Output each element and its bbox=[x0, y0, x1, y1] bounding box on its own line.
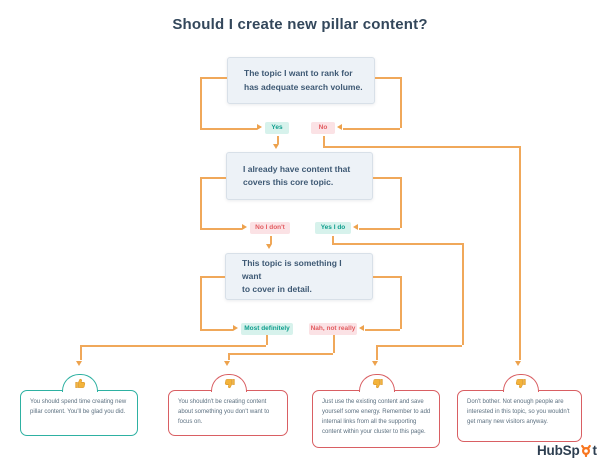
outcome-text: Don't bother. Not enough people are inte… bbox=[467, 399, 570, 425]
answer-pill-most-definitely: Most definitely bbox=[241, 323, 293, 335]
connector-q2-right-v bbox=[400, 177, 402, 228]
thumbs-up-icon bbox=[74, 378, 85, 388]
thumbs-down-icon bbox=[372, 379, 383, 389]
answer-pill-yes-i-do: Yes I do bbox=[315, 222, 351, 234]
outcome-bump bbox=[502, 374, 539, 395]
connector-yesido-v3 bbox=[376, 345, 378, 360]
connector-q1-no-h1 bbox=[375, 77, 400, 79]
outcome-text: You should spend time creating new pilla… bbox=[30, 399, 127, 415]
connector-nah-h bbox=[228, 353, 333, 355]
connector-mostdef-v2 bbox=[80, 345, 82, 360]
decision-box-search-volume: The topic I want to rank for has adequat… bbox=[227, 57, 375, 104]
connector-nah-v1 bbox=[333, 335, 335, 353]
arrow-into-yes bbox=[257, 124, 262, 130]
connector-q2-right-h2 bbox=[359, 228, 400, 230]
answer-pill-no: No bbox=[311, 122, 335, 134]
arrow-into-yes-i-do bbox=[353, 224, 358, 230]
answer-pill-nah-not-really: Nah, not really bbox=[309, 323, 357, 335]
connector-q2-left-h2 bbox=[200, 228, 242, 230]
connector-mostdef-v1 bbox=[266, 335, 268, 345]
connector-no-to-d-v1 bbox=[323, 136, 325, 146]
arrow-into-outcome-d bbox=[515, 361, 521, 366]
logo-text-suffix: t bbox=[592, 443, 598, 458]
connector-q1-no-h2 bbox=[343, 128, 400, 130]
arrow-into-outcome-c bbox=[372, 361, 378, 366]
connector-q3-left-h2 bbox=[200, 329, 233, 331]
outcome-card-create-pillar: You should spend time creating new pilla… bbox=[20, 374, 138, 436]
connector-yes-to-q2 bbox=[277, 136, 279, 144]
hubspot-sprocket-icon bbox=[581, 444, 591, 457]
arrow-into-most-definitely bbox=[233, 325, 238, 331]
hubspot-logo: HubSp t bbox=[537, 443, 597, 458]
arrow-into-outcome-a bbox=[76, 361, 82, 366]
connector-yesido-h1 bbox=[332, 243, 462, 245]
connector-mostdef-h bbox=[80, 345, 266, 347]
connector-q2-left-v bbox=[200, 177, 202, 228]
thumbs-down-icon bbox=[224, 379, 235, 389]
arrow-into-nah-not-really bbox=[359, 325, 364, 331]
outcome-card-dont-create: You shouldn't be creating content about … bbox=[168, 374, 288, 436]
arrow-into-no-i-dont bbox=[242, 224, 247, 230]
outcome-text: Just use the existing content and save y… bbox=[322, 399, 431, 435]
connector-q1-yes-v bbox=[200, 77, 202, 128]
connector-q3-left-v bbox=[200, 276, 202, 329]
connector-q3-right-v bbox=[400, 276, 402, 329]
outcome-bump bbox=[62, 374, 98, 395]
connector-q2-left-h1 bbox=[200, 177, 226, 179]
outcome-card-dont-bother: Don't bother. Not enough people are inte… bbox=[457, 374, 582, 442]
connector-q3-right-h1 bbox=[373, 276, 400, 278]
thumbs-down-icon bbox=[515, 379, 526, 389]
connector-nah-v2 bbox=[228, 353, 230, 360]
outcome-text: You shouldn't be creating content about … bbox=[178, 399, 270, 425]
connector-yesido-v2 bbox=[462, 243, 464, 345]
connector-no-to-d-v2 bbox=[519, 146, 521, 360]
outcome-bump bbox=[211, 374, 247, 395]
answer-pill-yes: Yes bbox=[265, 122, 289, 134]
connector-q1-yes-h1 bbox=[200, 77, 227, 79]
outcome-card-use-existing: Just use the existing content and save y… bbox=[312, 374, 440, 448]
connector-q3-right-h2 bbox=[365, 329, 400, 331]
connector-q3-left-h1 bbox=[200, 276, 225, 278]
logo-text-prefix: HubSp bbox=[537, 443, 580, 458]
outcome-bump bbox=[359, 374, 395, 395]
arrow-into-q2 bbox=[273, 144, 279, 149]
arrow-into-no bbox=[337, 124, 342, 130]
connector-yesido-v1 bbox=[332, 236, 334, 243]
connector-no-to-d-h bbox=[323, 146, 519, 148]
arrow-into-q3 bbox=[266, 244, 272, 249]
connector-yesido-h2 bbox=[376, 345, 462, 347]
connector-q1-no-v bbox=[400, 77, 402, 128]
connector-q2-right-h1 bbox=[373, 177, 400, 179]
arrow-into-outcome-b bbox=[224, 361, 230, 366]
decision-box-existing-content: I already have content that covers this … bbox=[226, 152, 373, 200]
decision-box-cover-in-detail: This topic is something I want to cover … bbox=[225, 253, 373, 300]
flowchart-title: Should I create new pillar content? bbox=[172, 16, 428, 33]
answer-pill-no-i-dont: No I don't bbox=[250, 222, 290, 234]
connector-noidont-to-q3 bbox=[270, 236, 272, 244]
connector-q1-yes-h2 bbox=[200, 128, 257, 130]
